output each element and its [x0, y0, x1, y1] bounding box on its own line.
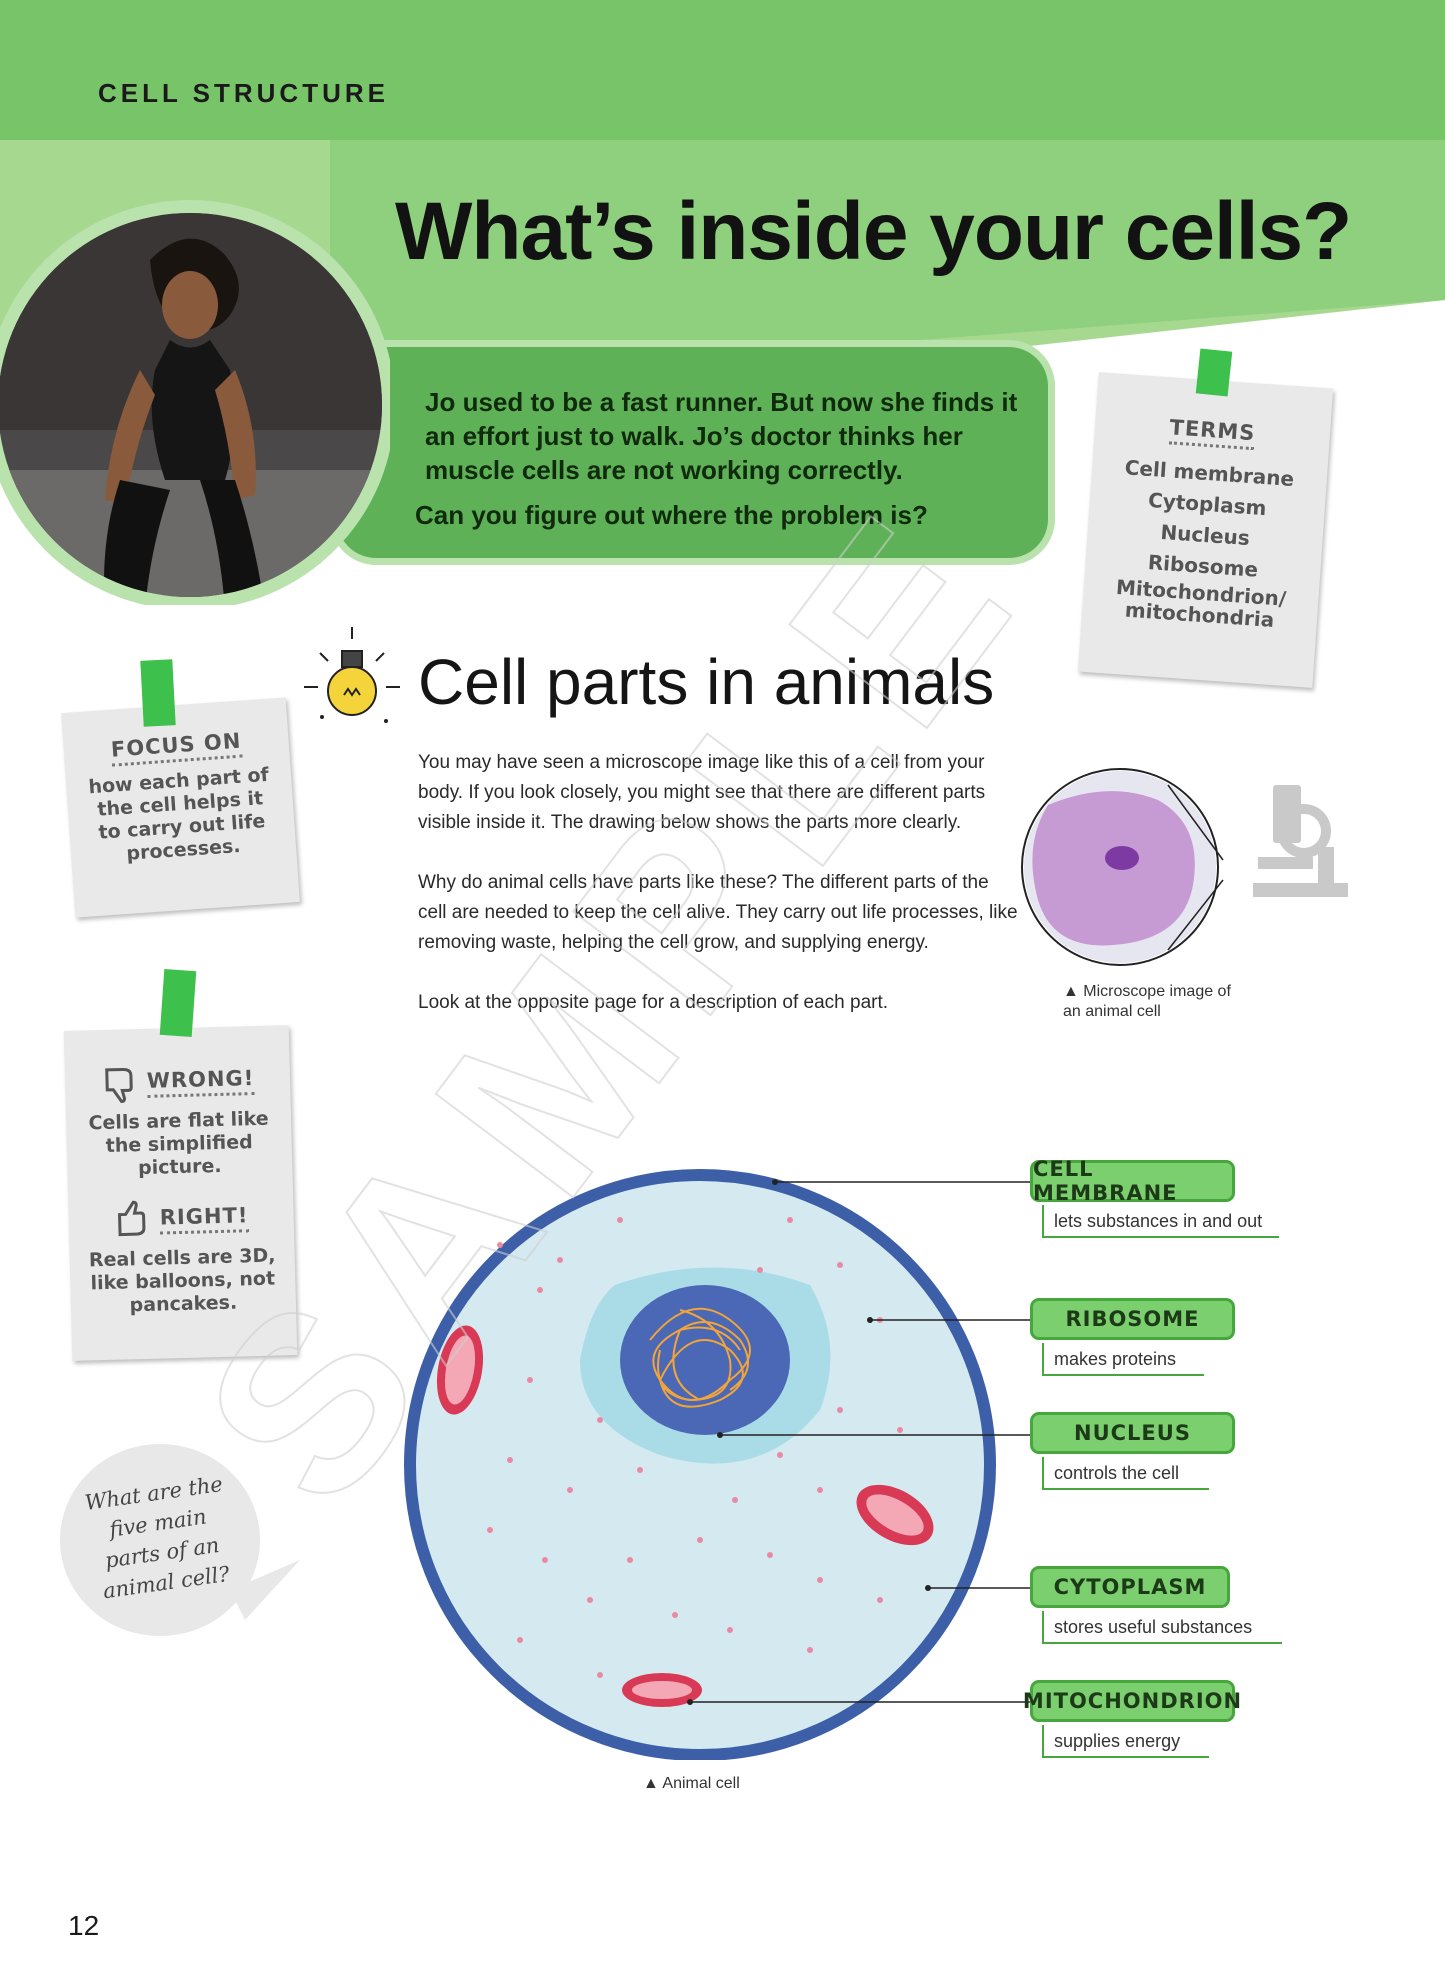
label-mitochondrion: MITOCHONDRION	[1023, 1680, 1241, 1722]
mitochondrion-icon	[622, 1673, 702, 1707]
terms-tape	[1195, 348, 1233, 397]
desc-cell-membrane: lets substances in and out	[1042, 1205, 1279, 1238]
microscope-icon	[1253, 785, 1348, 897]
body-paragraph: You may have seen a microscope image lik…	[418, 752, 986, 833]
body-text: You may have seen a microscope image lik…	[418, 748, 1018, 1048]
microscope-caption: ▲ Microscope image of an animal cell	[1063, 983, 1231, 1020]
label-nucleus: NUCLEUS	[1030, 1412, 1235, 1454]
wrong-right-note: WRONG! Cells are flat like the simplifie…	[63, 1025, 298, 1361]
speech-bubble-icon	[60, 1444, 300, 1636]
wrong-tape	[159, 968, 197, 1038]
runner-photo	[0, 200, 390, 605]
section-label: CELL STRUCTURE	[98, 78, 389, 108]
animal-cell-diagram	[404, 1169, 996, 1760]
desc-ribosome: makes proteins	[1042, 1343, 1204, 1376]
focus-tape	[140, 659, 176, 727]
intro-box: Jo used to be a fast runner. But now she…	[330, 340, 1055, 565]
microscope-image	[1021, 768, 1348, 966]
desc-mitochondrion: supplies energy	[1042, 1725, 1209, 1758]
speech-bubble: What are the five main parts of an anima…	[60, 1440, 310, 1650]
page-number: 12	[68, 1910, 100, 1941]
mitochondrion-icon	[856, 1484, 934, 1546]
label-cytoplasm: CYTOPLASM	[1030, 1566, 1230, 1608]
intro-question: Can you figure out where the problem is?	[415, 500, 928, 530]
desc-cytoplasm: stores useful substances	[1042, 1611, 1282, 1644]
section-title: Cell parts in animals	[418, 646, 995, 718]
desc-nucleus: controls the cell	[1042, 1457, 1209, 1490]
label-cell-membrane: CELL MEMBRANE	[1030, 1157, 1235, 1205]
mitochondrion-icon	[436, 1325, 484, 1415]
lightbulb-icon	[304, 627, 400, 723]
thumbs-down-icon	[104, 1067, 133, 1104]
page-title: What’s inside your cells?	[395, 186, 1352, 277]
intro-text: Jo used to be a fast runner. But now she…	[425, 387, 1018, 485]
body-paragraph: Why do animal cells have parts like thes…	[418, 872, 1018, 953]
body-paragraph: Look at the opposite page for a descript…	[418, 992, 889, 1013]
speech-bubble-text: What are the five main parts of an anima…	[83, 1471, 232, 1604]
thumbs-up-icon	[118, 1200, 146, 1237]
label-ribosome: RIBOSOME	[1030, 1298, 1235, 1340]
cell-caption: ▲ Animal cell	[643, 1775, 740, 1792]
